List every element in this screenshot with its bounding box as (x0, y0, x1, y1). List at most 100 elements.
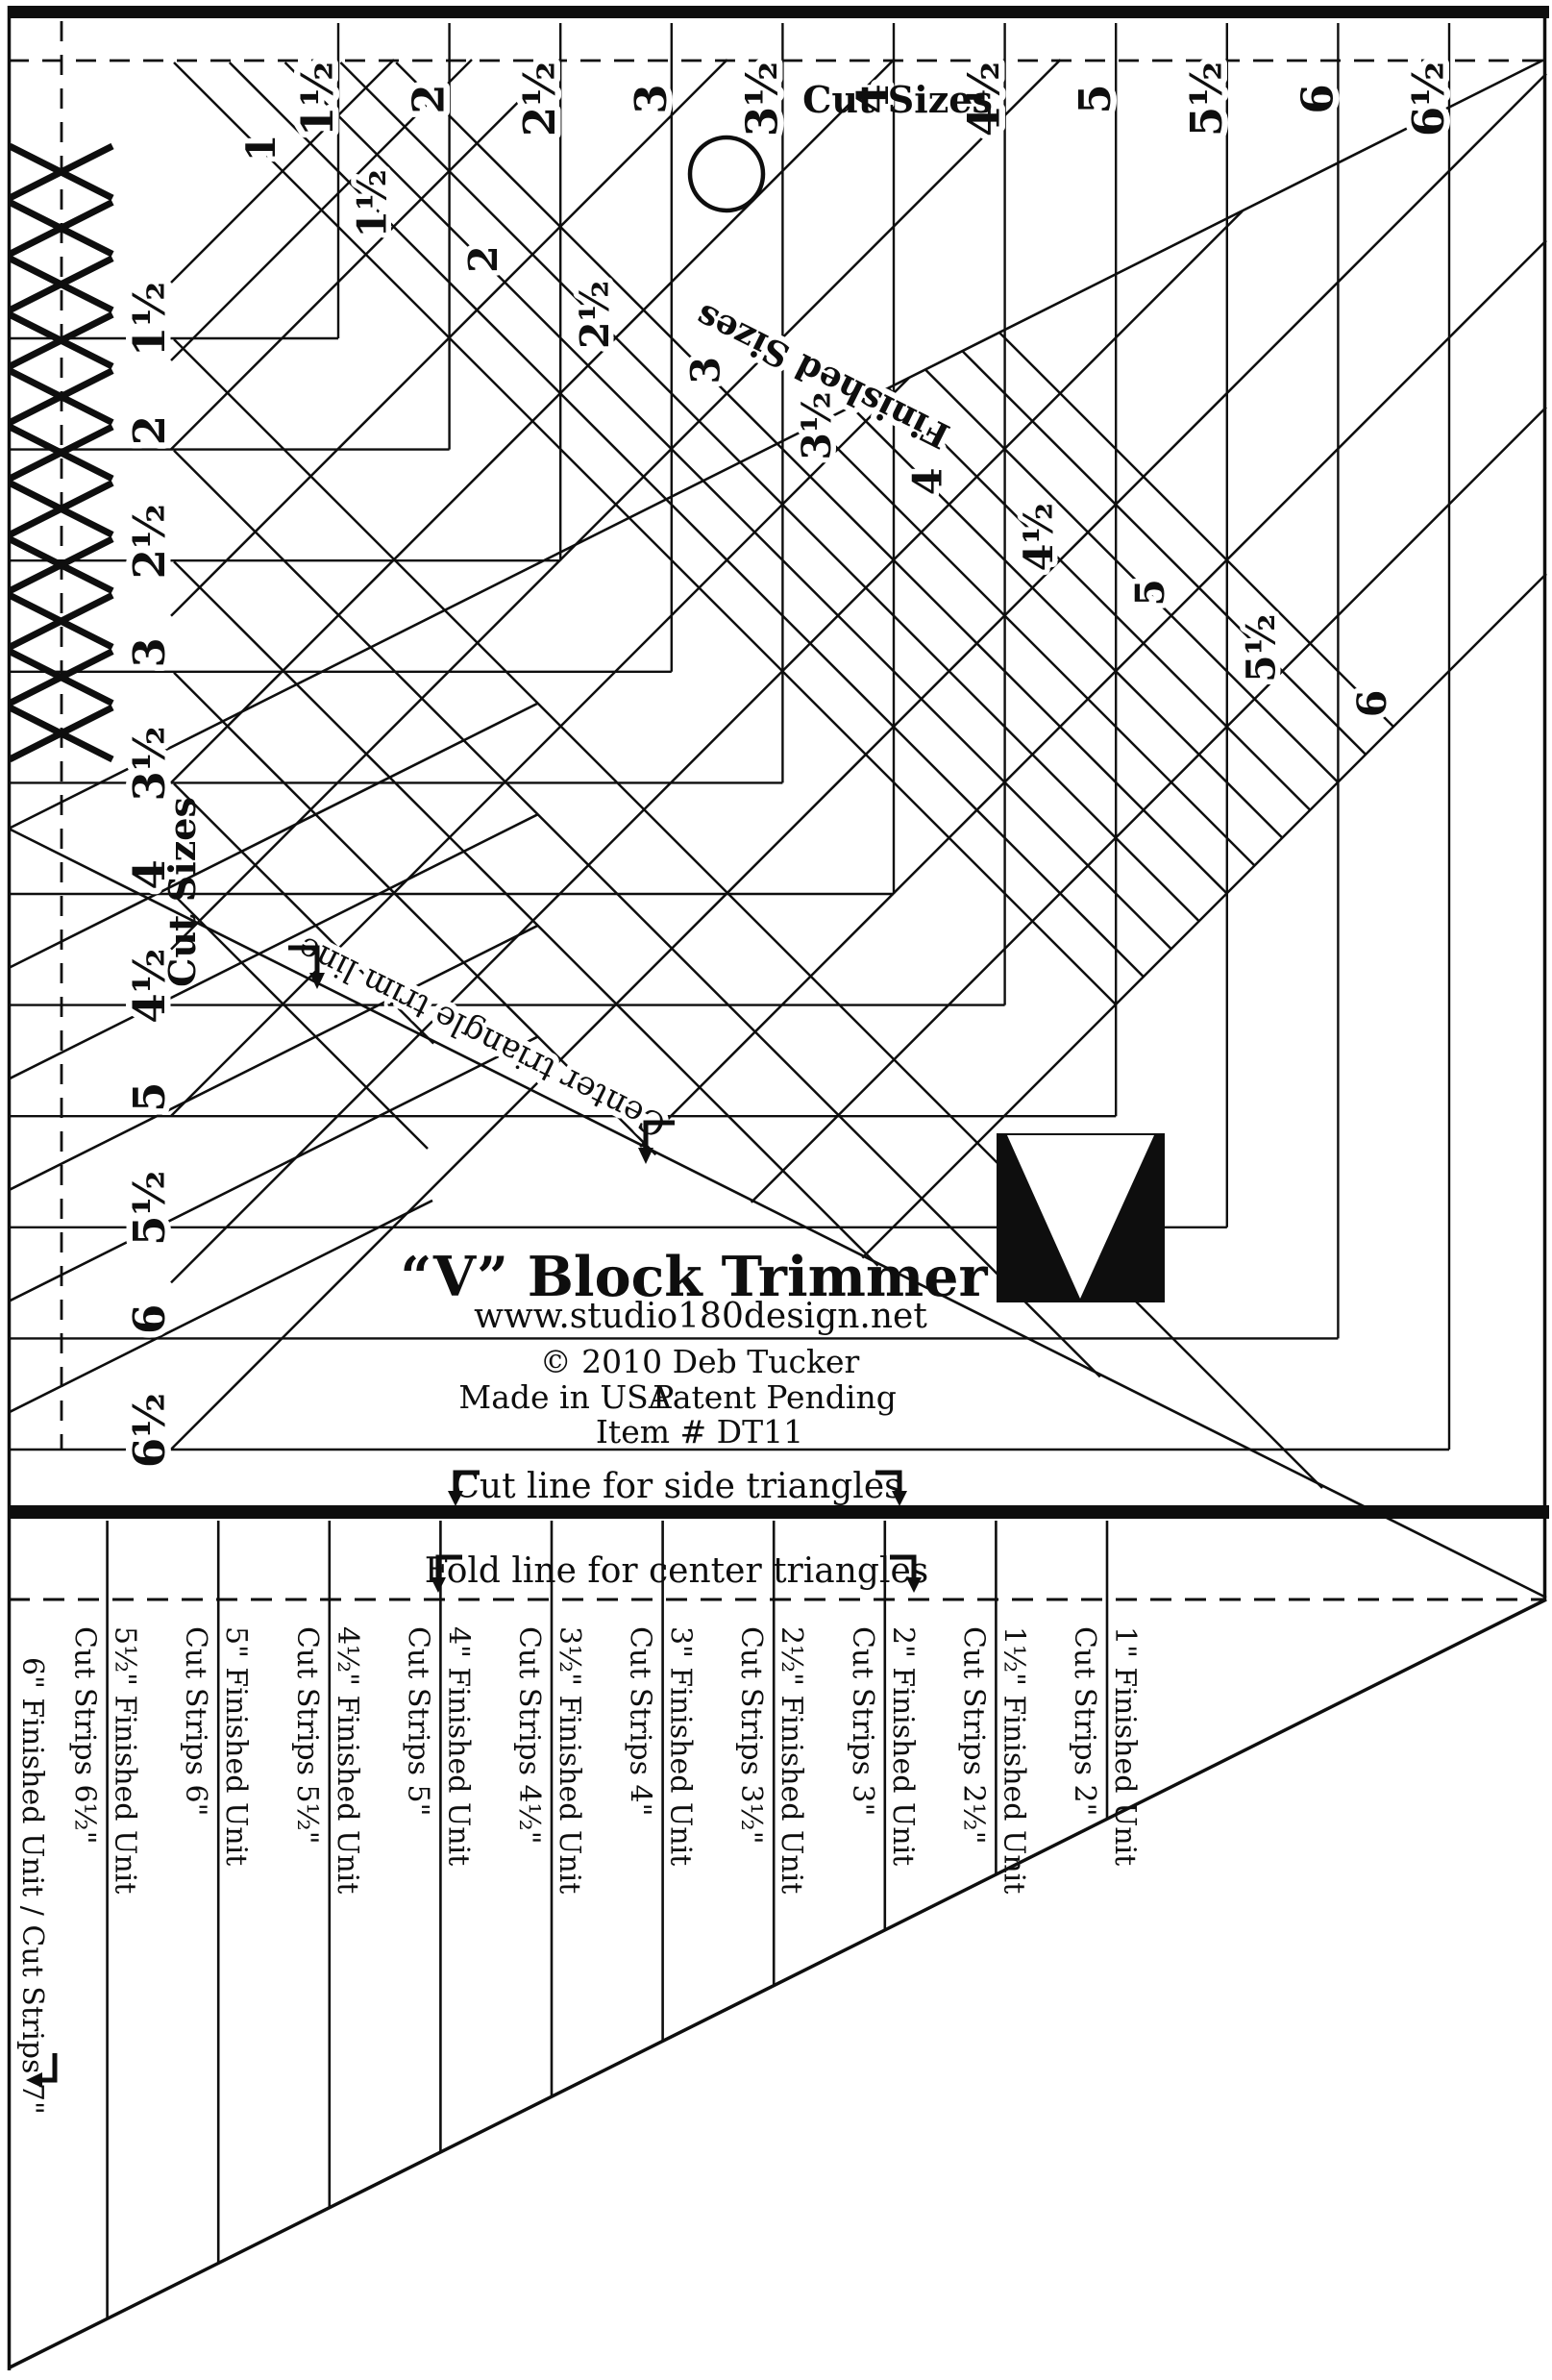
finished-size-1½: 1½ (350, 169, 396, 237)
x-mark-3-b (8, 255, 114, 313)
left-cut-size-4: 4 (124, 859, 175, 889)
diag-down-line-1 (173, 62, 1117, 1005)
finished-size-6: 6 (1349, 690, 1395, 718)
strip-cut-label-6: Cut Strips 4½" (512, 1626, 546, 1845)
strip-finished-label-10: 5½" Finished Unit (109, 1626, 142, 1894)
strip-finished-label-2: 1½" Finished Unit (997, 1626, 1030, 1894)
row-diagonal-2 (173, 449, 1101, 1378)
cut-line-left-arrow-icon (448, 1470, 480, 1506)
strip-7-arrow-icon (26, 2053, 58, 2088)
trim-left-arrow-icon (288, 945, 325, 989)
strip-cut-label-2: Cut Strips 2½" (956, 1626, 990, 1845)
left-cut-size-2: 2 (124, 415, 175, 445)
strip-finished-label-4: 2½" Finished Unit (775, 1626, 808, 1894)
strip-finished-label-5: 3" Finished Unit (664, 1626, 698, 1866)
left-cut-size-6½: 6½ (124, 1393, 175, 1468)
diag-up-line-4½ (170, 72, 1547, 1450)
diag-up-line-5½ (750, 406, 1547, 1203)
left-cut-size-3½: 3½ (124, 726, 175, 801)
left-cut-size-5: 5 (124, 1082, 175, 1112)
diag-up-line-3 (170, 59, 1062, 951)
measurement-lines-layer (8, 23, 1547, 2319)
diag-up-line-2½ (170, 59, 896, 784)
edge-tick-3 (8, 924, 539, 1192)
strip-combined-label-6: 6" Finished Unit / Cut Strips 7" (15, 1657, 49, 2115)
x-mark-6-b (8, 423, 114, 483)
top-cut-size-3½: 3½ (736, 62, 787, 136)
finished-size-3½: 3½ (794, 391, 840, 459)
website-text: www.studio180design.net (474, 1297, 927, 1336)
row-diagonal-3 (173, 671, 657, 1156)
edge-tick-1 (8, 702, 539, 970)
logo-v-triangle (1007, 1135, 1154, 1299)
left-cut-size-5½: 5½ (124, 1171, 175, 1246)
edge-tick-4 (8, 1035, 539, 1302)
top-cut-size-2: 2 (404, 84, 455, 113)
left-cut-size-3: 3 (124, 637, 175, 667)
left-cut-size-6: 6 (124, 1304, 175, 1334)
hanging-hole-circle (687, 135, 766, 213)
top-edge-bar (8, 6, 1549, 18)
row-diagonal-4 (173, 894, 429, 1150)
top-cut-size-6½: 6½ (1403, 62, 1454, 136)
top-cut-size-2½: 2½ (514, 62, 565, 136)
x-mark-11-b (8, 704, 114, 763)
left-cut-size-4½: 4½ (124, 948, 175, 1023)
x-mark-1-b (8, 142, 114, 202)
fold-line-right-arrow-icon (890, 1554, 922, 1593)
finished-size-5: 5 (1127, 579, 1173, 607)
strip-cut-label-3: Cut Strips 3" (846, 1626, 879, 1816)
center-triangle-trim-line (8, 827, 1547, 1599)
strip-cut-label-7: Cut Strips 5" (401, 1626, 434, 1816)
x-mark-9-b (8, 592, 114, 651)
diag-up-line-2 (170, 59, 728, 617)
strip-cut-label-4: Cut Strips 3½" (734, 1626, 768, 1845)
diag-down-line-5 (924, 368, 1340, 783)
strip-finished-label-7: 4" Finished Unit (441, 1626, 475, 1866)
left-cut-sizes-title: Cut Sizes (160, 797, 204, 987)
diag-down-line-1½ (228, 62, 1145, 978)
top-cut-size-1½: 1½ (292, 62, 343, 136)
diag-up-line-3½ (170, 377, 910, 1117)
top-cut-size-5½: 5½ (1181, 62, 1232, 136)
strip-cut-label-10: Cut Strips 6½" (68, 1626, 102, 1845)
strip-cut-label-5: Cut Strips 4" (624, 1626, 657, 1816)
copyright-text: © 2010 Deb Tucker (540, 1343, 860, 1380)
finished-size-4½: 4½ (1016, 503, 1062, 571)
diag-down-line-2½ (339, 62, 1200, 923)
finished-size-3: 3 (682, 357, 728, 384)
top-cut-size-6: 6 (1292, 84, 1343, 113)
diag-down-line-4 (850, 406, 1284, 839)
strip-cut-label-8: Cut Strips 5½" (290, 1626, 324, 1845)
fold-line-left-arrow-icon (431, 1554, 462, 1593)
row-diagonal-2½ (173, 560, 879, 1267)
top-cut-size-4½: 4½ (959, 62, 1010, 136)
product-title: “V” Block Trimmer (400, 1245, 988, 1309)
x-mark-10-b (8, 648, 114, 707)
fold-line-label: Fold line for center triangles (425, 1551, 929, 1591)
side-triangle-upper-edge (8, 59, 1544, 831)
center-trim-line-label: Center triangle trim line (291, 929, 672, 1145)
finished-size-2½: 2½ (572, 281, 618, 349)
edge-tick-5 (8, 1199, 433, 1414)
size-labels-layer: 1½1½222½2½333½3½444½4½555½5½666½6½11½22½… (15, 55, 1461, 2115)
made-in-text: Made in USA (458, 1378, 672, 1416)
item-number-text: Item # DT11 (596, 1413, 803, 1450)
alignment-x-marks (8, 142, 114, 763)
diag-down-line-5½ (961, 350, 1367, 756)
strip-finished-label-9: 5" Finished Unit (219, 1626, 253, 1866)
top-cut-sizes-title: Cut Sizes (802, 78, 993, 121)
finished-size-4: 4 (905, 468, 951, 496)
diag-up-line-1½ (170, 59, 562, 451)
top-cut-size-3: 3 (626, 84, 677, 113)
strip-finished-label-1: 1" Finished Unit (1108, 1626, 1142, 1866)
diag-up-line-extra (170, 59, 473, 361)
strip-finished-label-3: 2" Finished Unit (886, 1626, 920, 1866)
bottom-hypotenuse-edge (9, 1598, 1547, 2369)
strip-finished-label-6: 3½" Finished Unit (553, 1626, 586, 1894)
edge-tick-2 (8, 812, 539, 1080)
finished-size-2: 2 (460, 245, 506, 273)
side-triangle-cut-bar (8, 1505, 1549, 1519)
